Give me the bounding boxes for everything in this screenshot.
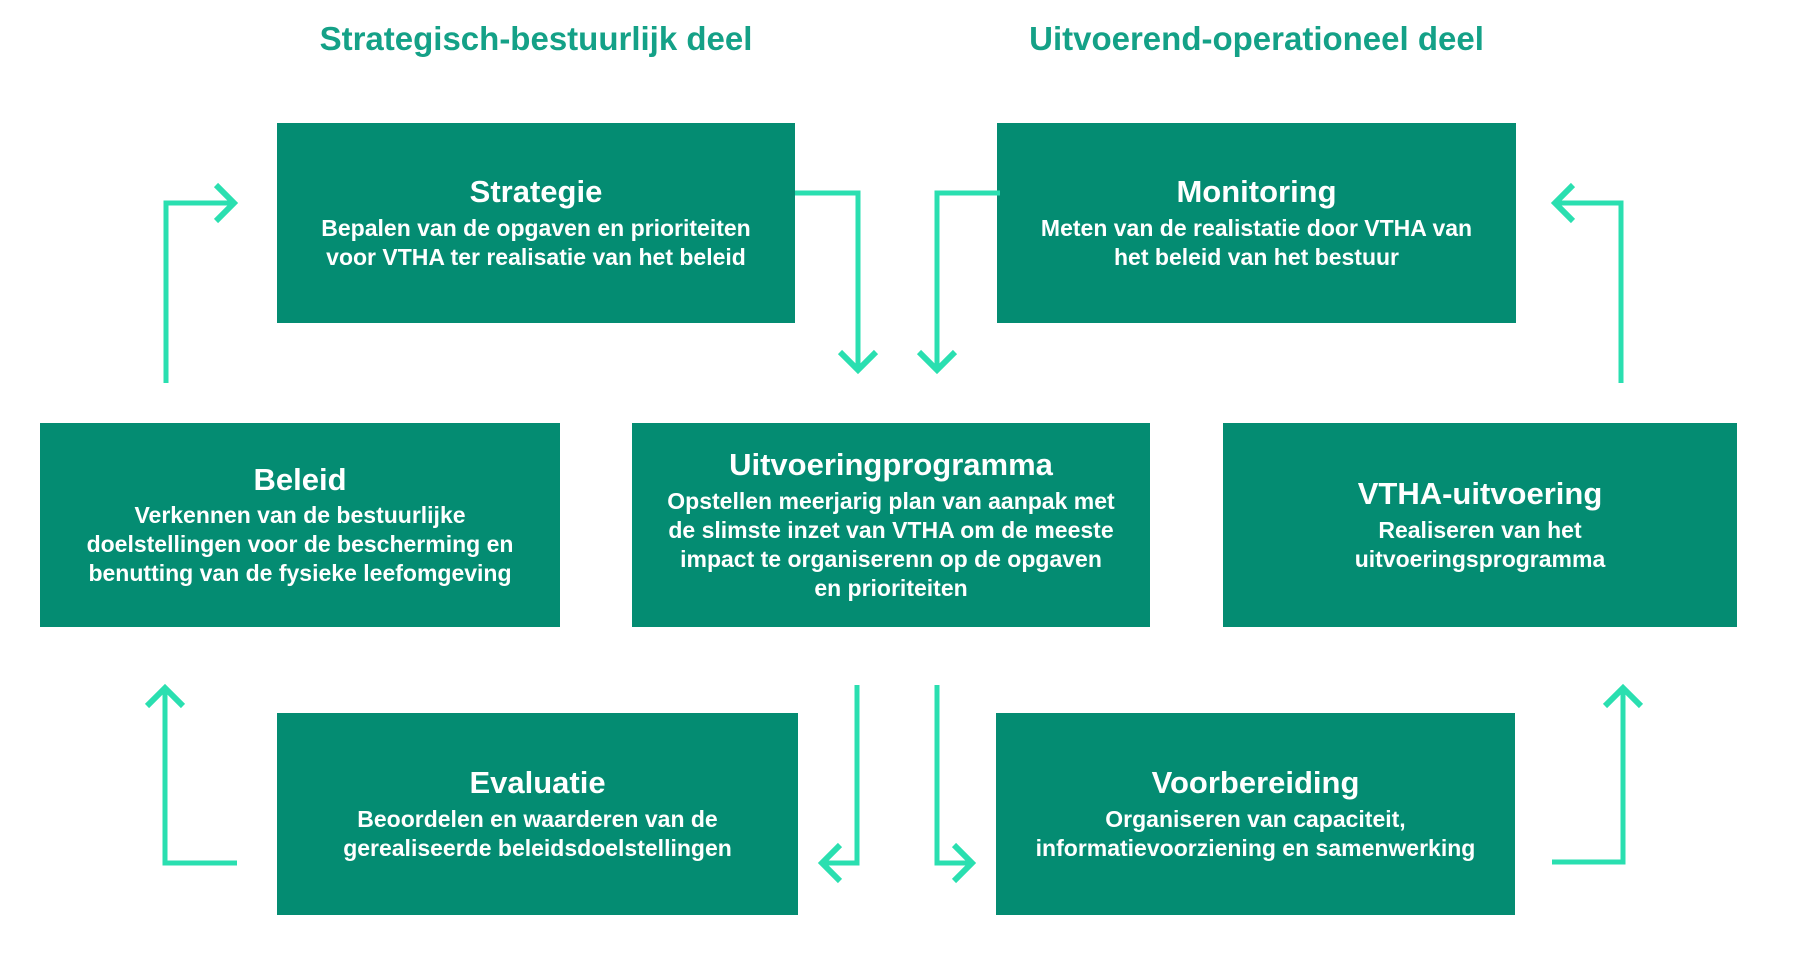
box-title: Monitoring bbox=[1176, 174, 1337, 210]
box-strategie: Strategie Bepalen van de opgaven en prio… bbox=[277, 123, 795, 323]
box-vtha-uitvoering: VTHA-uitvoering Realiseren van het uitvo… bbox=[1223, 423, 1737, 627]
arrow-vtha-uitvoering-to-monitoring-icon bbox=[1550, 182, 1624, 383]
box-body: Organiseren van capaciteit, informatievo… bbox=[1035, 805, 1476, 861]
box-monitoring: Monitoring Meten van de realistatie door… bbox=[997, 123, 1516, 323]
arrow-uitvoeringprogramma-to-voorbereiding-icon bbox=[934, 685, 977, 884]
box-body: Beoordelen en waarderen van de gerealise… bbox=[343, 805, 732, 861]
arrow-evaluatie-to-beleid-icon bbox=[144, 683, 237, 866]
box-voorbereiding: Voorbereiding Organiseren van capaciteit… bbox=[996, 713, 1515, 915]
box-beleid: Beleid Verkennen van de bestuurlijke doe… bbox=[40, 423, 560, 627]
box-body: Opstellen meerjarig plan van aanpak met … bbox=[667, 487, 1115, 601]
box-uitvoeringprogramma: Uitvoeringprogramma Opstellen meerjarig … bbox=[632, 423, 1150, 627]
section-header-strategic: Strategisch-bestuurlijk deel bbox=[319, 20, 753, 57]
arrow-uitvoeringprogramma-to-evaluatie-icon bbox=[817, 685, 860, 884]
box-body: Realiseren van het uitvoeringsprogramma bbox=[1354, 516, 1606, 572]
arrow-beleid-to-strategie-icon bbox=[163, 182, 239, 383]
arrow-strategie-to-uitvoeringprogramma-icon bbox=[795, 190, 879, 375]
section-header-operational: Uitvoerend-operationeel deel bbox=[1029, 20, 1484, 57]
arrow-monitoring-to-uitvoeringprogramma-icon bbox=[916, 190, 1000, 375]
box-title: Voorbereiding bbox=[1151, 765, 1360, 801]
box-evaluatie: Evaluatie Beoordelen en waarderen van de… bbox=[277, 713, 798, 915]
box-title: Beleid bbox=[253, 461, 347, 497]
box-title: Uitvoeringprogramma bbox=[729, 447, 1053, 483]
box-title: Evaluatie bbox=[469, 765, 606, 801]
arrow-voorbereiding-to-vtha-uitvoering-icon bbox=[1552, 683, 1644, 865]
box-body: Meten van de realistatie door VTHA van h… bbox=[1040, 214, 1473, 270]
box-body: Bepalen van de opgaven en prioriteiten v… bbox=[321, 214, 751, 270]
box-title: VTHA-uitvoering bbox=[1357, 476, 1603, 512]
box-title: Strategie bbox=[469, 174, 603, 210]
box-body: Verkennen van de bestuurlijke doelstelli… bbox=[86, 502, 514, 587]
